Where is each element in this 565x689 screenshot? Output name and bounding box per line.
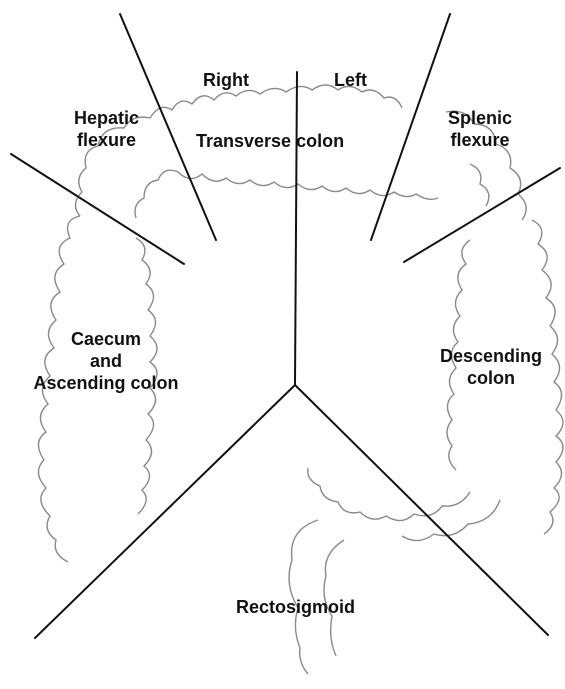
label-splenic-flexure: Splenic flexure <box>448 107 512 151</box>
label-caecum-ascending-colon: Caecum and Ascending colon <box>10 328 202 394</box>
label-hepatic-flexure: Hepatic flexure <box>74 107 139 151</box>
splenic-inner-outline <box>470 164 489 206</box>
label-left: Left <box>334 69 367 91</box>
divider-right-left <box>295 72 297 385</box>
sigmoid-outline <box>308 468 470 521</box>
transverse-lower-border <box>178 172 438 199</box>
label-descending-colon: Descending colon <box>423 345 559 389</box>
divider-hepatic-ascending <box>11 154 184 264</box>
label-transverse-colon: Transverse colon <box>196 130 344 152</box>
divider-splenic-descending <box>404 168 560 262</box>
label-right: Right <box>203 69 249 91</box>
hepatic-inner-outline <box>135 170 178 218</box>
divider-transverse-splenic <box>371 14 450 240</box>
label-rectosigmoid: Rectosigmoid <box>236 596 355 618</box>
